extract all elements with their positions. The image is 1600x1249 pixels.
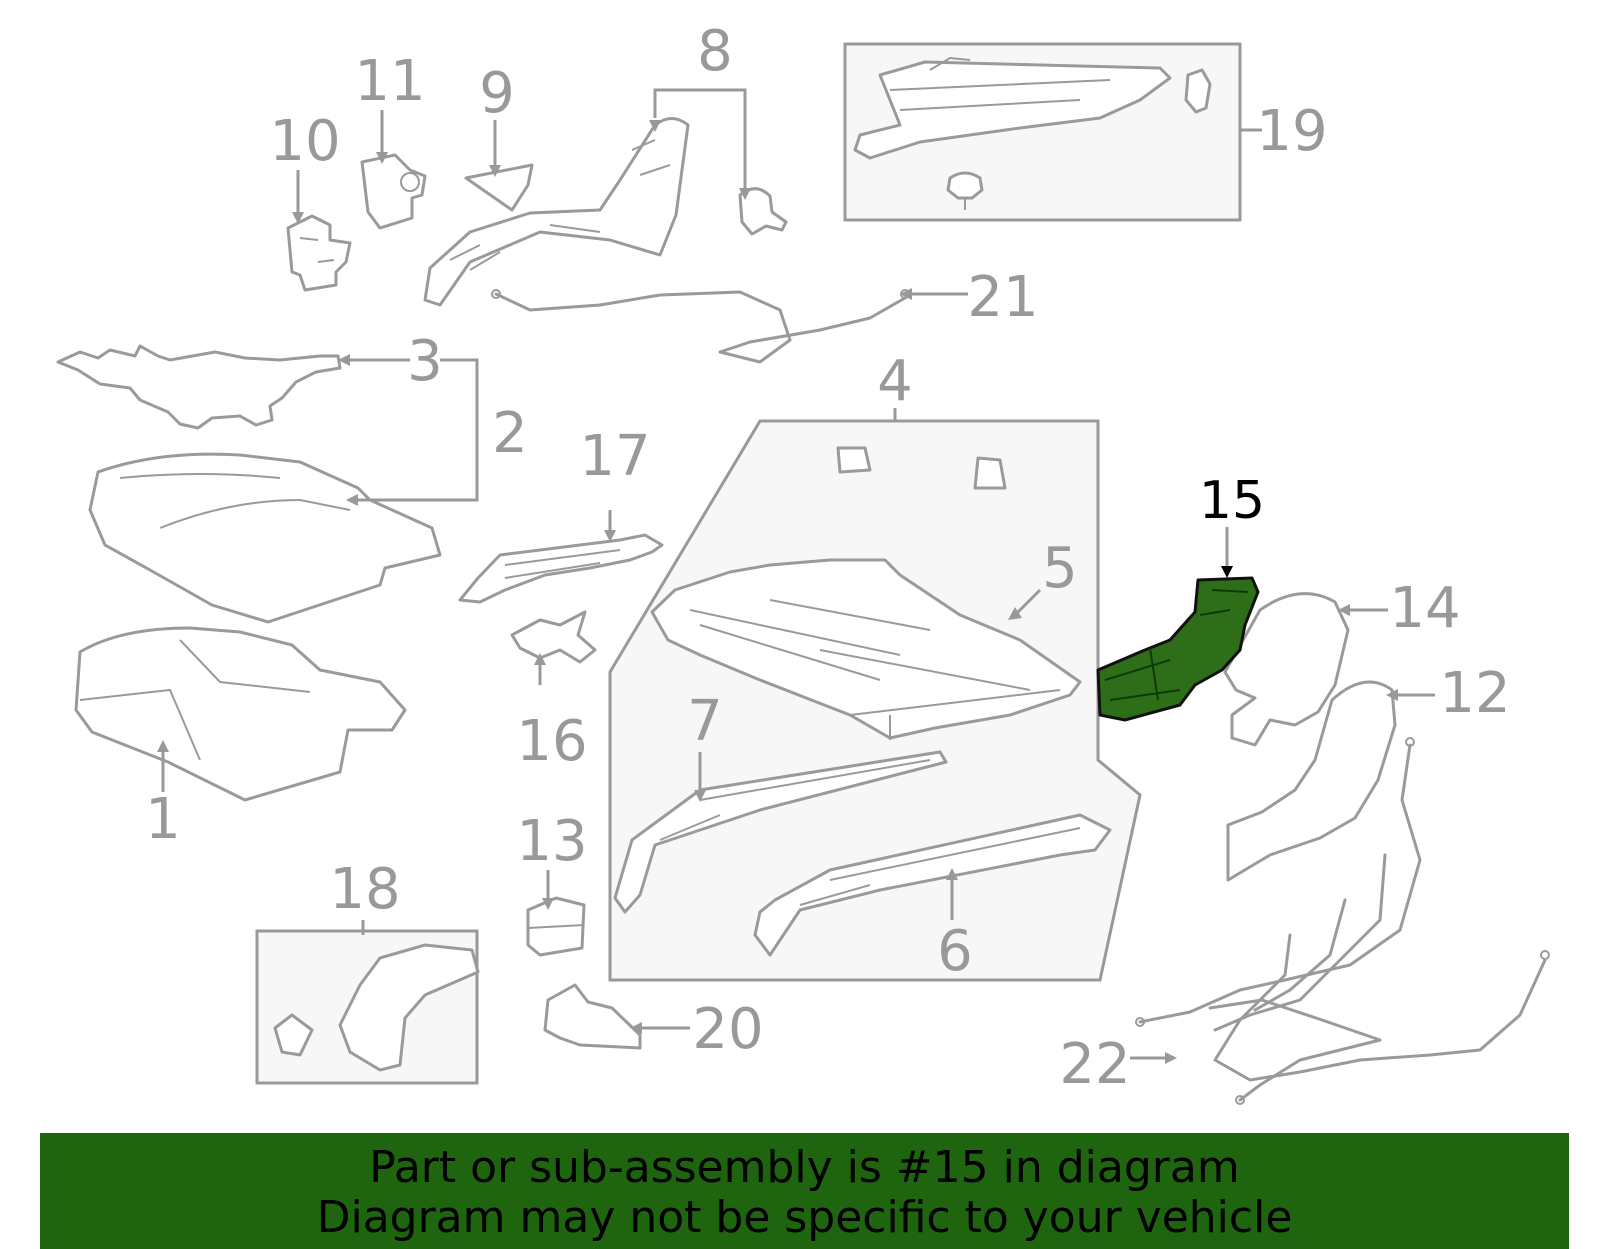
callout-13: 13 bbox=[516, 809, 587, 874]
part-1-seat-cover bbox=[74, 626, 407, 802]
part-2-cushion bbox=[88, 452, 442, 624]
part-6-rail bbox=[753, 813, 1112, 957]
callout-17: 17 bbox=[579, 424, 650, 489]
part-18-cover bbox=[273, 943, 480, 1072]
callout-22: 22 bbox=[1059, 1032, 1130, 1097]
part-15-highlighted bbox=[1096, 576, 1260, 722]
part-20-bracket bbox=[543, 983, 642, 1050]
callout-2: 2 bbox=[492, 401, 528, 466]
callout-7: 7 bbox=[687, 689, 723, 754]
part-3-heater bbox=[56, 344, 342, 430]
callout-12: 12 bbox=[1439, 661, 1510, 726]
callout-11: 11 bbox=[354, 49, 425, 114]
callout-4: 4 bbox=[877, 349, 913, 414]
callout-3: 3 bbox=[407, 329, 443, 394]
banner-line-1: Part or sub-assembly is #15 in diagram bbox=[369, 1142, 1240, 1193]
part-11-switch bbox=[360, 153, 427, 230]
part-16-clip bbox=[510, 610, 597, 664]
part-5-frame bbox=[650, 446, 1082, 740]
callout-21: 21 bbox=[967, 265, 1038, 330]
arrow-heads bbox=[157, 120, 1398, 1064]
callout-15: 15 bbox=[1199, 471, 1265, 531]
part-17-bracket bbox=[458, 533, 664, 604]
part-9-cover bbox=[464, 163, 534, 212]
part-8-shield bbox=[423, 117, 788, 307]
part-12-cover bbox=[1226, 680, 1397, 882]
callout-16: 16 bbox=[516, 709, 587, 774]
callout-6: 6 bbox=[937, 919, 973, 984]
part-10-switch bbox=[286, 214, 352, 292]
part-19-garnish bbox=[853, 56, 1212, 210]
info-banner: Part or sub-assembly is #15 in diagram D… bbox=[40, 1133, 1569, 1249]
callout-19: 19 bbox=[1256, 99, 1327, 164]
callout-20: 20 bbox=[692, 997, 763, 1062]
callout-14: 14 bbox=[1389, 576, 1460, 641]
leader-lines bbox=[161, 88, 1435, 1060]
part-13-connector bbox=[526, 896, 586, 957]
callout-1: 1 bbox=[145, 787, 181, 852]
callout-18: 18 bbox=[329, 857, 400, 922]
part-21-cable bbox=[494, 290, 907, 364]
callout-9: 9 bbox=[479, 61, 515, 126]
banner-line-2: Diagram may not be specific to your vehi… bbox=[316, 1192, 1293, 1243]
callout-10: 10 bbox=[269, 109, 340, 174]
part-14-cover bbox=[1223, 592, 1350, 747]
callout-5: 5 bbox=[1042, 536, 1078, 601]
part-22-harness bbox=[1135, 737, 1550, 1105]
callout-8: 8 bbox=[697, 19, 733, 84]
callout-labels: 1 2 3 4 5 6 7 8 9 10 11 12 13 14 15 16 1… bbox=[145, 19, 1510, 1097]
